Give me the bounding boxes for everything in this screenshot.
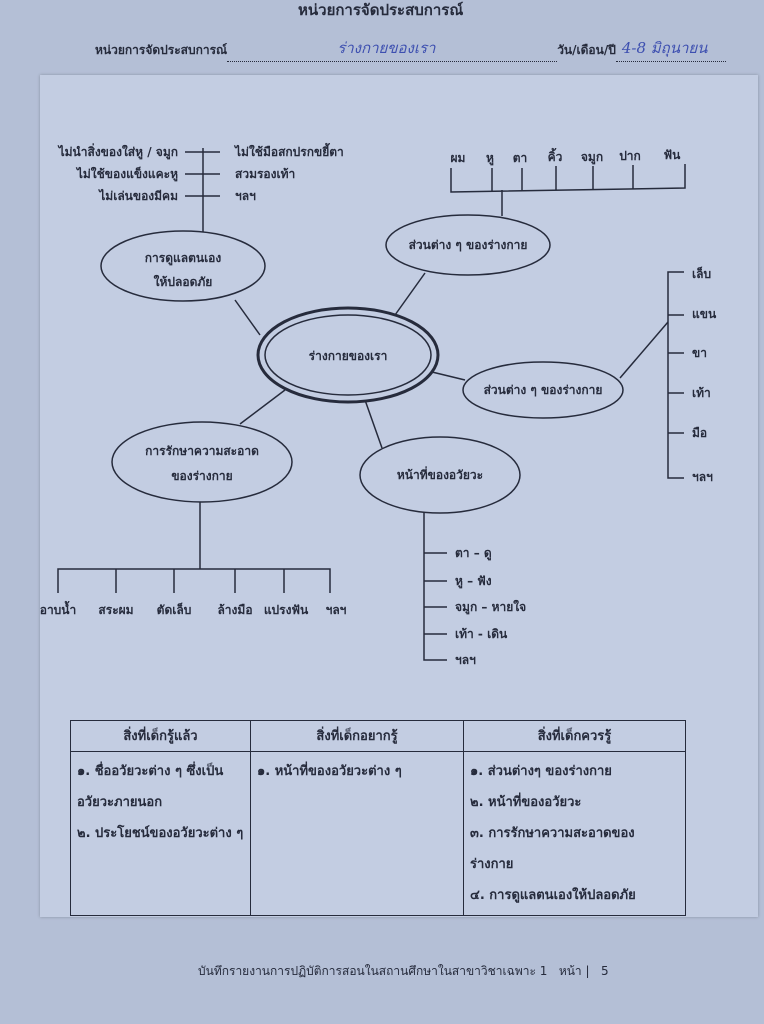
parts-right-title: ส่วนต่าง ๆ ของร่างกาย xyxy=(484,383,603,397)
clean-item: ฯลฯ xyxy=(326,603,347,617)
known-item: ๑. ชื่ออวัยวะต่าง ๆ ซึ่งเป็น xyxy=(77,764,224,779)
center-node-inner xyxy=(264,314,432,396)
should-item: ๒. หน้าที่ของอวัยวะ xyxy=(470,795,582,810)
known-item: อวัยวะภายนอก xyxy=(77,795,163,810)
should-item: ๑. ส่วนต่างๆ ของร่างกาย xyxy=(470,764,612,779)
clean-item: สระผม xyxy=(98,603,133,617)
kwl-table: สิ่งที่เด็กรู้แล้ว สิ่งที่เด็กอยากรู้ สิ… xyxy=(70,720,686,916)
function-item: ตา – ดู xyxy=(455,546,492,561)
cleanliness-title: การรักษาความสะอาด xyxy=(145,444,259,458)
center-label: ร่างกายของเรา xyxy=(309,349,388,363)
parts-top-node xyxy=(385,214,551,276)
date-value: 4-8 มิถุนายน xyxy=(621,39,708,57)
parts-top-title: ส่วนต่าง ๆ ของร่างกาย xyxy=(409,238,528,252)
cleanliness-node xyxy=(111,421,293,503)
part-item: แขน xyxy=(692,307,717,321)
date-label: วัน/เดือน/ปี xyxy=(557,43,616,57)
header-want-to-know: สิ่งที่เด็กอยากรู้ xyxy=(250,720,464,752)
part-item: จมูก xyxy=(581,150,603,165)
should-cell: ๑. ส่วนต่างๆ ของร่างกาย ๒. หน้าที่ของอวั… xyxy=(463,751,686,916)
part-item: ตา xyxy=(513,151,528,165)
mind-map: ร่างกายของเรา การดูแลตนเอง ให้ปลอดภัย ส่… xyxy=(40,142,717,667)
known-item: ๒. ประโยชน์ของอวัยวะต่าง ๆ xyxy=(77,826,244,841)
should-item: ร่างกาย xyxy=(470,857,514,872)
safety-item: ไม่ใช้มือสกปรกขยี้ตา xyxy=(233,142,344,159)
safety-item: ไม่ใช้ของแข็งแคะหู xyxy=(75,166,178,182)
clean-item: ตัดเล็บ xyxy=(157,602,192,617)
part-item: ปาก xyxy=(619,149,641,163)
clean-item: อาบน้ำ xyxy=(40,600,77,617)
parts-right-node xyxy=(462,361,624,419)
clean-item: แปรงฟัน xyxy=(264,603,309,617)
part-item: ฯลฯ xyxy=(692,470,713,484)
part-item: มือ xyxy=(692,426,707,440)
part-item: เท้า xyxy=(692,386,711,400)
page-label: หน้า xyxy=(558,964,582,978)
safety-item: ไม่เล่นของมีคม xyxy=(97,188,178,203)
safety-title: การดูแลตนเอง xyxy=(145,251,222,266)
function-item: เท้า - เดิน xyxy=(455,627,508,641)
clean-item: ล้างมือ xyxy=(217,603,252,617)
footer-text: บันทึกรายงานการปฏิบัติการสอนในสถานศึกษาใ… xyxy=(198,964,548,978)
cleanliness-title: ของร่างกาย xyxy=(171,469,232,483)
functions-node xyxy=(359,436,521,514)
function-item: หู – ฟัง xyxy=(455,574,492,589)
unit-value: ร่างกายของเรา xyxy=(337,39,436,57)
safety-item: ฯลฯ xyxy=(235,189,256,203)
unit-field: ร่างกายของเรา xyxy=(227,39,558,62)
date-field: 4-8 มิถุนายน xyxy=(615,39,726,62)
function-item: ฯลฯ xyxy=(455,653,476,667)
part-item: คิ้ว xyxy=(548,147,563,164)
header-known: สิ่งที่เด็กรู้แล้ว xyxy=(70,720,251,752)
page-number: 5 xyxy=(600,964,609,978)
unit-label: หน่วยการจัดประสบการณ์ xyxy=(95,43,228,57)
functions-title: หน้าที่ของอวัยวะ xyxy=(397,466,483,482)
unit-row: หน่วยการจัดประสบการณ์ ร่างกายของเรา วัน/… xyxy=(95,39,726,62)
want-item: ๑. หน้าที่ของอวัยวะต่าง ๆ xyxy=(257,764,402,779)
safety-item: สวมรองเท้า xyxy=(235,167,295,181)
function-item: จมูก – หายใจ xyxy=(455,599,526,615)
should-item: ๓. การรักษาความสะอาดของ xyxy=(470,826,635,841)
header-should-know: สิ่งที่เด็กควรรู้ xyxy=(463,720,686,752)
safety-node xyxy=(100,230,266,302)
document-title: หน่วยการจัดประสบการณ์ xyxy=(298,1,464,19)
connectors xyxy=(57,148,686,661)
known-cell: ๑. ชื่ออวัยวะต่าง ๆ ซึ่งเป็น อวัยวะภายนอ… xyxy=(70,751,251,916)
part-item: หู xyxy=(486,151,494,166)
should-item: ๔. การดูแลตนเองให้ปลอดภัย xyxy=(470,888,636,903)
part-item: เล็บ xyxy=(692,266,711,281)
footer: บันทึกรายงานการปฏิบัติการสอนในสถานศึกษาใ… xyxy=(198,964,609,978)
safety-item: ไม่นำสิ่งของใส่หู / จมูก xyxy=(57,143,178,160)
part-item: ขา xyxy=(692,346,707,360)
part-item: ผม xyxy=(451,151,466,165)
safety-title: ให้ปลอดภัย xyxy=(154,274,213,289)
want-cell: ๑. หน้าที่ของอวัยวะต่าง ๆ xyxy=(250,751,464,916)
part-item: ฟัน xyxy=(664,148,681,162)
